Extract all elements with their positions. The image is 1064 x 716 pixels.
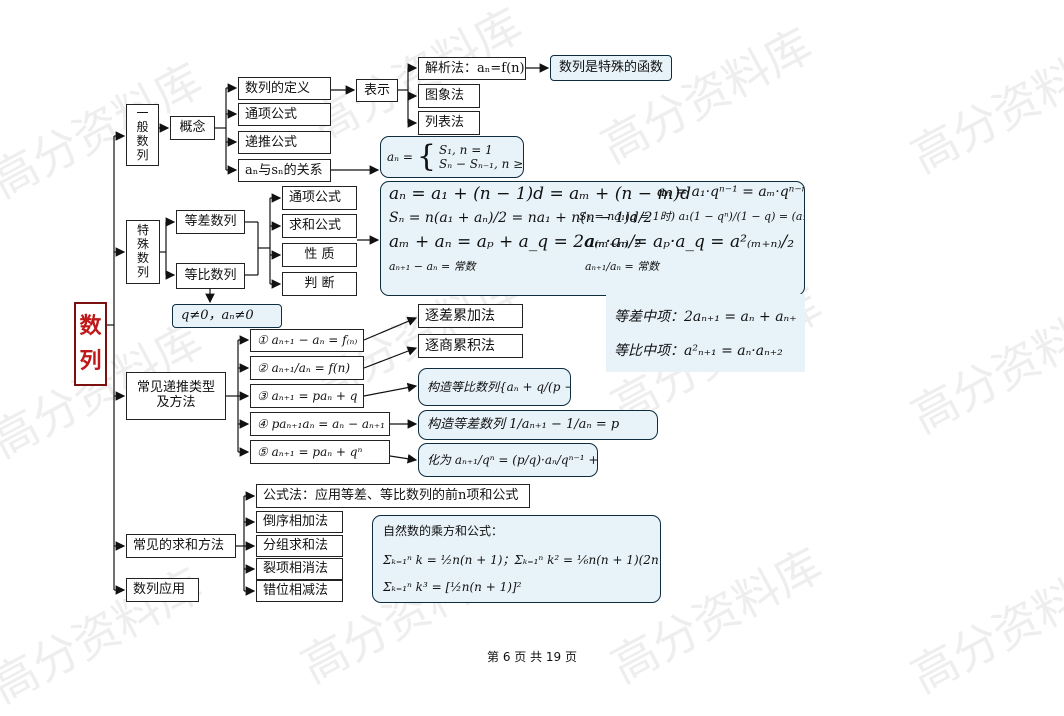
- power-sum-formula: Σₖ₌₁ⁿ k = ½n(n + 1)；Σₖ₌₁ⁿ k² = ⅙n(n + 1)…: [383, 553, 661, 567]
- formula-panel: aₙ = a₁ + (n − 1)d = aₘ + (n − m)d Sₙ = …: [380, 181, 805, 296]
- piecewise-formula: aₙ = { S₁, n = 1 Sₙ − Sₙ₋₁, n ≥ 2: [380, 136, 524, 178]
- arith-formula: Sₙ = n(a₁ + aₙ)/2 = na₁ + n(n − 1)d/2: [389, 210, 653, 226]
- mean-terms-panel: 等差中项：2aₙ₊₁ = aₙ + aₙ₊ 等比中项：a²ₙ₊₁ = aₙ·aₙ…: [606, 294, 805, 372]
- misalign-subtract-box: 错位相减法: [256, 580, 343, 602]
- special-function-note: 数列是特殊的函数: [550, 55, 672, 81]
- cumulative-product-box: 逐商累积法: [418, 334, 523, 358]
- geo-formula: aₘ·aₙ = aₚ·a_q = a²₍ₘ₊ₙ₎/₂: [585, 232, 795, 252]
- graph-method-box: 图象法: [418, 84, 480, 108]
- general-term-box: 通项公式: [238, 103, 331, 126]
- reverse-add-box: 倒序相加法: [256, 511, 343, 533]
- judgement-box: 判 断: [282, 272, 357, 296]
- table-method-box: 列表法: [418, 111, 480, 135]
- root-char: 数: [79, 312, 102, 339]
- geometric-formulas: aₙ = a₁·qⁿ⁻¹ = aₘ·qⁿ⁻ᵐ Sₙ = na₁(q = 1时) …: [579, 184, 805, 274]
- recursion-label-line: 常见递推类型: [136, 380, 215, 396]
- an-sn-relation-box: aₙ与sₙ的关系: [238, 159, 331, 182]
- geo-formula: aₙ₊₁/aₙ = 常数: [585, 260, 660, 273]
- arithmetic-mean: 等差中项：2aₙ₊₁ = aₙ + aₙ₊: [614, 309, 797, 325]
- properties-box: 性 质: [282, 243, 357, 267]
- arithmetic-formulas: aₙ = a₁ + (n − 1)d = aₘ + (n − m)d Sₙ = …: [389, 184, 691, 274]
- concept-char: 一: [136, 106, 149, 121]
- arithmetic-seq-box: 等差数列: [176, 210, 245, 234]
- special-general-term-box: 通项公式: [282, 186, 357, 210]
- special-char: 殊: [136, 237, 149, 252]
- power-sum-formula: Σₖ₌₁ⁿ k³ = [½n(n + 1)]²: [383, 580, 522, 594]
- special-char: 数: [136, 251, 149, 265]
- geometric-seq-box: 等比数列: [176, 263, 245, 289]
- piecewise-rows: S₁, n = 1 Sₙ − Sₙ₋₁, n ≥ 2: [438, 143, 524, 171]
- recursion-type-5: ⑤ aₙ₊₁ = paₙ + qⁿ: [250, 440, 390, 464]
- arith-formula: aₙ₊₁ − aₙ = 常数: [389, 260, 476, 273]
- piecewise-row: Sₙ − Sₙ₋₁, n ≥ 2: [438, 157, 524, 171]
- definition-box: 数列的定义: [238, 77, 331, 100]
- root-char: 列: [79, 348, 102, 374]
- transform-note: 化为 aₙ₊₁/qⁿ = (p/q)·aₙ/qⁿ⁻¹ + 1转化为③: [418, 443, 598, 477]
- special-char: 特: [136, 223, 149, 238]
- recursion-type-1: ① aₙ₊₁ − aₙ = f₍ₙ₎: [250, 329, 364, 352]
- application-node: 数列应用: [126, 578, 199, 602]
- root-node: 数 列: [74, 302, 107, 386]
- concept-label: 概念: [170, 116, 215, 140]
- construct-arithmetic-note: 构造等差数列 1/aₙ₊₁ − 1/aₙ = p: [418, 410, 658, 440]
- piecewise-brace: {: [416, 139, 436, 174]
- recursion-type-4: ④ paₙ₊₁aₙ = aₙ − aₙ₊₁: [250, 412, 390, 436]
- summation-node: 常见的求和方法: [126, 534, 236, 558]
- recursion-type-2: ② aₙ₊₁/aₙ = f(n): [250, 356, 364, 380]
- recursion-type-3: ③ aₙ₊₁ = paₙ + q: [250, 384, 364, 408]
- piecewise-prefix: aₙ =: [387, 150, 413, 164]
- special-sum-formula-box: 求和公式: [282, 214, 357, 238]
- grouping-sum-box: 分组求和法: [256, 535, 343, 557]
- construct-geometric-note: 构造等比数列{aₙ + q/(p − 1)}: [418, 368, 571, 406]
- geo-formula: aₙ = a₁·qⁿ⁻¹ = aₘ·qⁿ⁻ᵐ: [657, 184, 805, 200]
- recursive-formula-box: 递推公式: [238, 131, 331, 154]
- piecewise-row: S₁, n = 1: [438, 143, 493, 157]
- geo-formula: Sₙ = na₁(q = 1时) a₁(1 − qⁿ)/(1 − q) = (a…: [579, 210, 804, 223]
- recursion-label-line: 及方法: [156, 395, 196, 410]
- power-sum-title: 自然数的乘方和公式：: [383, 524, 504, 538]
- represent-box: 表示: [356, 79, 398, 102]
- special-node: 特 殊 数 列: [126, 220, 160, 284]
- cumulative-difference-box: 逐差累加法: [418, 304, 523, 328]
- power-sum-panel: 自然数的乘方和公式： Σₖ₌₁ⁿ k = ½n(n + 1)；Σₖ₌₁ⁿ k² …: [372, 515, 661, 603]
- split-cancel-box: 裂项相消法: [256, 558, 343, 580]
- analytic-method-box: 解析法：aₙ=f(n): [418, 57, 526, 80]
- special-char: 列: [136, 264, 149, 279]
- formula-method-box: 公式法：应用等差、等比数列的前n项和公式: [256, 484, 530, 508]
- concept-char: 般: [136, 120, 149, 135]
- recursion-types-node: 常见递推类型 及方法: [126, 372, 226, 420]
- concept-char: 数: [136, 134, 149, 148]
- geometric-condition: q≠0，aₙ≠0: [172, 304, 282, 328]
- arith-formula: aₙ = a₁ + (n − 1)d = aₘ + (n − m)d: [389, 184, 691, 204]
- concept-node: 一 般 数 列: [126, 104, 159, 166]
- geometric-mean: 等比中项：a²ₙ₊₁ = aₙ·aₙ₊₂: [614, 343, 783, 359]
- arith-formula: aₘ + aₙ = aₚ + a_q = 2a₍ₘ₊ₙ₎/₂: [389, 232, 642, 252]
- concept-char: 列: [136, 147, 149, 162]
- page-footer: 第 6 页 共 19 页: [487, 650, 577, 664]
